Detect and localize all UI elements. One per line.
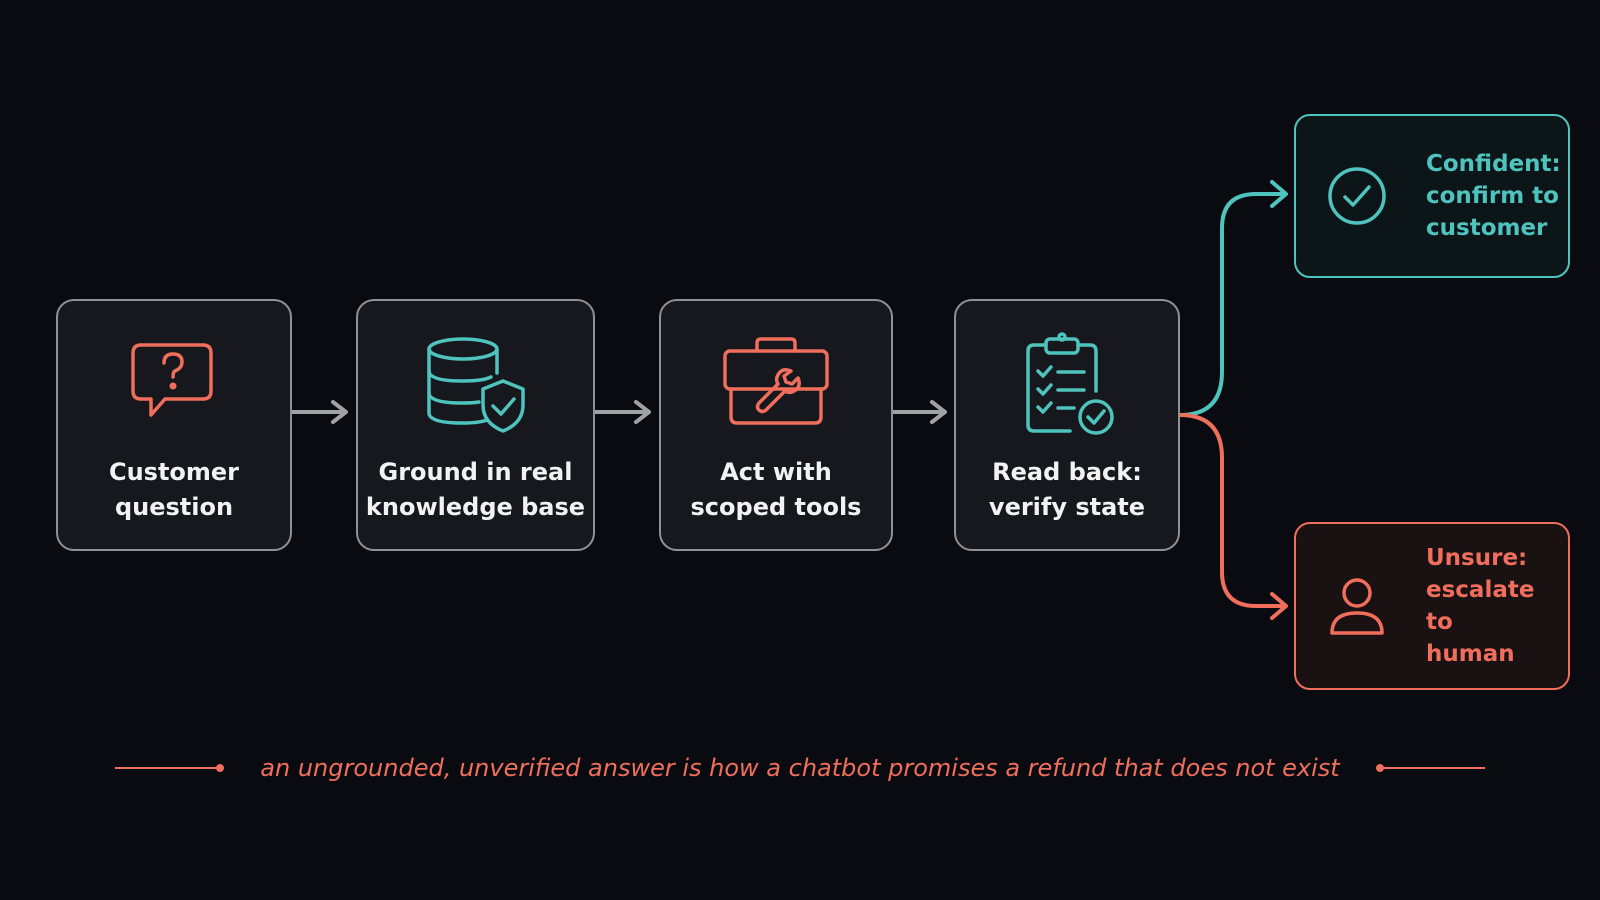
database-shield-icon [426, 337, 525, 433]
caption: an ungrounded, unverified answer is how … [115, 748, 1486, 788]
outcome-label: Confident: confirm to customer [1426, 151, 1561, 241]
step-ground-knowledge-base: Ground in real knowledge base [356, 299, 595, 551]
caption-rule-right [1375, 764, 1486, 772]
branch-arrow-unsure [1178, 413, 1288, 620]
arrow-step2-to-step3 [593, 400, 651, 424]
outcome-unsure: Unsure: escalate to human [1294, 522, 1570, 690]
outcome-label: Unsure: escalate to human [1426, 545, 1535, 667]
step-label: Act with scoped tools [690, 458, 862, 521]
step-label: Read back: verify state [988, 458, 1146, 521]
toolbox-wrench-icon [723, 337, 829, 425]
outcome-confident: Confident: confirm to customer [1294, 114, 1570, 278]
caption-text: an ungrounded, unverified answer is how … [260, 754, 1340, 782]
check-circle-icon [1328, 167, 1386, 225]
step-label: Ground in real knowledge base [365, 458, 586, 521]
branch-arrow-confident [1178, 180, 1288, 417]
arrow-step3-to-step4 [891, 400, 947, 424]
arrow-step1-to-step2 [290, 400, 348, 424]
clipboard-checklist-icon [1026, 332, 1114, 435]
step-read-back-verify: Read back: verify state [954, 299, 1180, 551]
question-speech-bubble-icon [131, 343, 213, 417]
caption-rule-left [115, 764, 225, 772]
step-act-scoped-tools: Act with scoped tools [659, 299, 893, 551]
person-icon [1330, 578, 1384, 635]
step-label: Customer question [108, 458, 240, 521]
step-customer-question: Customer question [56, 299, 292, 551]
